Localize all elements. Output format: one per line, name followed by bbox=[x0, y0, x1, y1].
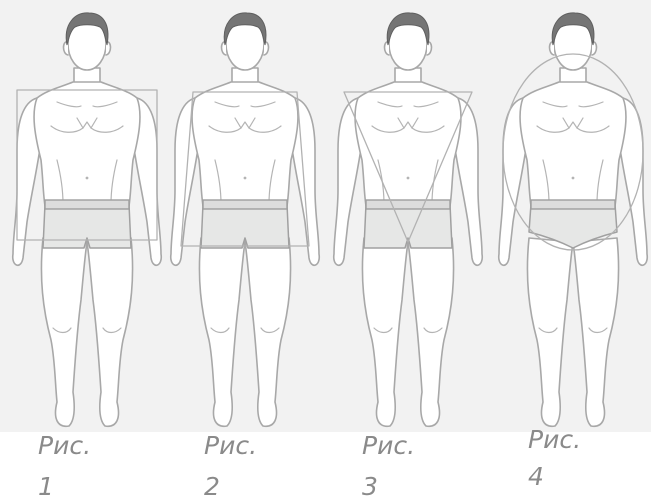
figure-4-body bbox=[499, 13, 648, 426]
caption-number: 3 bbox=[362, 474, 415, 499]
caption-number: 1 bbox=[38, 474, 91, 499]
figure-1-body bbox=[13, 13, 162, 426]
figure-2-body bbox=[171, 13, 320, 426]
caption-word: Рис. bbox=[362, 433, 415, 458]
caption-word: Рис. bbox=[528, 427, 581, 452]
caption-figure-1: Рис. 1 bbox=[38, 433, 91, 499]
body-types-svg bbox=[0, 0, 651, 432]
caption-number: 2 bbox=[204, 474, 257, 499]
caption-figure-3: Рис. 3 bbox=[362, 433, 415, 499]
caption-word: Рис. bbox=[204, 433, 257, 458]
figure-3-body bbox=[334, 13, 483, 426]
caption-word: Рис. bbox=[38, 433, 91, 458]
caption-figure-2: Рис. 2 bbox=[204, 433, 257, 499]
body-types-illustration bbox=[0, 0, 651, 432]
caption-number: 4 bbox=[528, 464, 581, 489]
caption-figure-4: Рис. 4 bbox=[528, 427, 581, 489]
